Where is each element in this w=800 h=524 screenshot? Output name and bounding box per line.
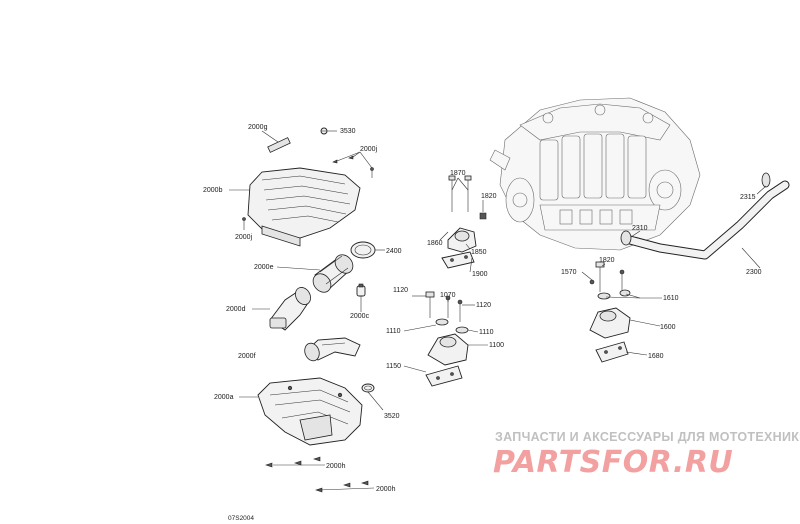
callout-1680: 1680 [648, 353, 664, 360]
callout-3520: 3520 [384, 413, 400, 420]
callout-1820-b: 1820 [599, 257, 615, 264]
callout-1150: 1150 [386, 363, 401, 370]
engine-block-illustration [489, 97, 701, 251]
screw-2000j-left [242, 217, 246, 228]
callout-1900: 1900 [472, 271, 488, 278]
callout-1110-a: 1110 [386, 328, 401, 335]
callout-2000c: 2000c [350, 313, 370, 320]
callout-2000f: 2000f [238, 353, 256, 360]
bracket-1680 [595, 341, 629, 363]
screws-2000h [265, 456, 369, 493]
callout-1110-b: 1110 [479, 329, 494, 336]
callout-1850: 1850 [471, 249, 487, 256]
clamp-ring [350, 241, 376, 259]
gasket-2000g [267, 137, 291, 153]
bracket-1900 [441, 251, 475, 269]
callout-2000j-top: 2000j [360, 146, 378, 153]
callout-2000h-1: 2000h [326, 463, 346, 470]
callout-1860: 1860 [427, 240, 443, 247]
callout-2000d: 2000d [226, 306, 246, 313]
callout-1120-a: 1120 [393, 287, 408, 294]
callout-2310: 2310 [632, 225, 648, 232]
watermark: ЗАПЧАСТИ И АКСЕССУАРЫ ДЛЯ МОТОТЕХНИКИ PA… [493, 430, 800, 480]
callout-3530: 3530 [340, 128, 356, 135]
callout-2300: 2300 [746, 269, 762, 276]
engine-mount-1850 [447, 175, 487, 253]
callout-2000b: 2000b [203, 187, 223, 194]
bracket-1150 [425, 365, 463, 387]
callout-1610: 1610 [663, 295, 679, 302]
callout-1820-a: 1820 [481, 193, 497, 200]
callout-2400: 2400 [386, 248, 402, 255]
air-duct [304, 337, 361, 362]
screws-2000j-top [332, 155, 374, 178]
callout-2315: 2315 [740, 194, 756, 201]
intake-sleeve [312, 254, 354, 293]
engine-mount-1600 [589, 261, 631, 339]
callout-1870: 1870 [450, 170, 466, 177]
callout-1070: 1070 [440, 292, 456, 299]
leader-lines [229, 130, 767, 491]
hose-clamp-2310 [620, 230, 632, 246]
intake-manifold [247, 167, 361, 247]
callout-1570: 1570 [561, 269, 577, 276]
figure-code: 07S2004 [228, 515, 254, 522]
callout-1120-b: 1120 [476, 302, 491, 309]
watermark-tagline: ЗАПЧАСТИ И АКСЕССУАРЫ ДЛЯ МОТОТЕХНИКИ [495, 430, 800, 444]
hose-2300 [625, 180, 790, 260]
callout-2000g: 2000g [248, 124, 268, 131]
sensor [356, 283, 366, 297]
callout-2000j-left: 2000j [235, 234, 253, 241]
clip-3530 [320, 127, 328, 135]
watermark-site: PARTSFOR.RU [493, 445, 733, 480]
callout-labels: 2000g 3530 2000j 2000b 2000j 2400 2000e … [203, 124, 762, 493]
callout-2000e: 2000e [254, 264, 274, 271]
engine-mount-1100 [425, 291, 469, 366]
o-ring [361, 383, 375, 393]
callout-2000h-2: 2000h [376, 486, 396, 493]
hose-clamp-2315 [761, 172, 771, 188]
callout-1600: 1600 [660, 324, 676, 331]
callout-1100: 1100 [489, 342, 504, 349]
callout-2000a: 2000a [214, 394, 234, 401]
air-elbow [269, 287, 311, 331]
oil-pan [257, 377, 363, 446]
